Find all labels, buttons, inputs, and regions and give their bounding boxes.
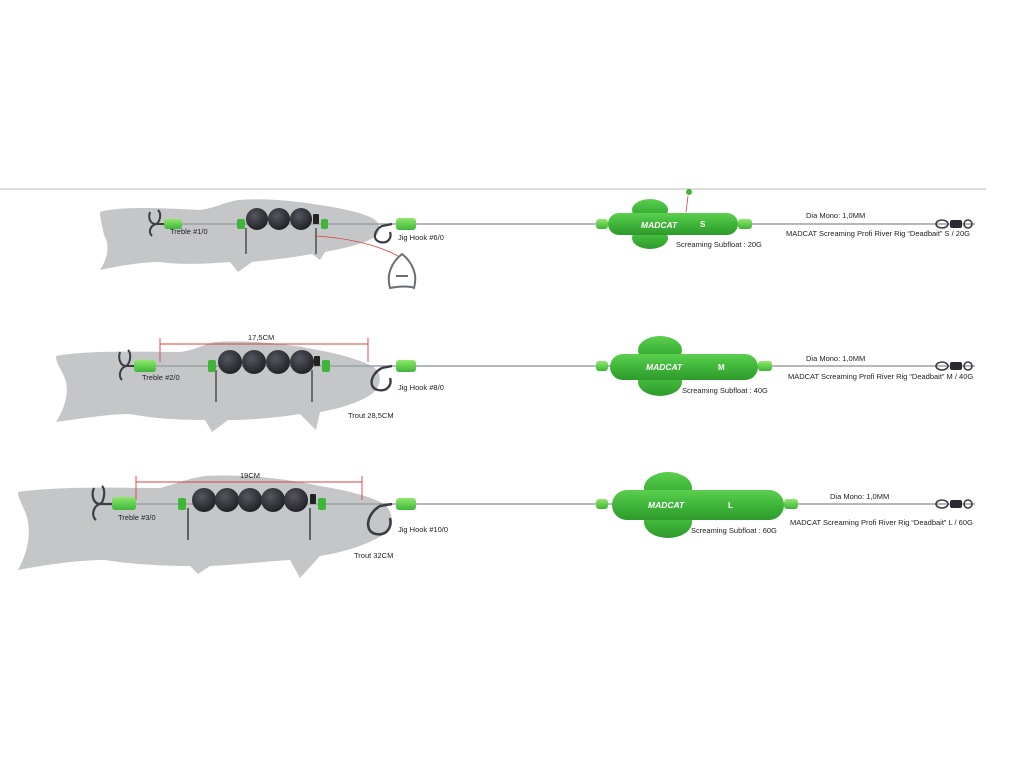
jig-hook-icon bbox=[373, 222, 393, 244]
treble-sleeve bbox=[134, 360, 156, 372]
swivel-icon bbox=[935, 361, 973, 371]
bead-stopper bbox=[322, 360, 330, 372]
jig-hook-label: Jig Hook #10/0 bbox=[398, 525, 448, 534]
trout-label: Trout 28,5CM bbox=[348, 411, 394, 420]
float-brand: MADCAT bbox=[646, 362, 683, 372]
bead bbox=[290, 350, 314, 374]
bead-stopper bbox=[318, 498, 326, 510]
float-sleeve-left bbox=[596, 219, 608, 229]
screaming-subfloat bbox=[608, 213, 738, 235]
rig-name-label: MADCAT Screaming Profi River Rig “Deadba… bbox=[788, 372, 973, 381]
treble-label: Treble #3/0 bbox=[118, 513, 156, 522]
bead bbox=[218, 350, 242, 374]
bead-stopper bbox=[321, 219, 328, 229]
mono-label: Dia Mono: 1,0MM bbox=[806, 354, 865, 363]
treble-hook-icon bbox=[148, 209, 170, 237]
bait-clip-icon bbox=[387, 252, 417, 290]
bead bbox=[192, 488, 216, 512]
jig-hook-icon bbox=[366, 502, 393, 536]
treble-sleeve bbox=[164, 219, 182, 229]
float-sleeve-right bbox=[738, 219, 752, 229]
rig-name-label: MADCAT Screaming Profi River Rig “Deadba… bbox=[786, 229, 970, 238]
measure-label: 19CM bbox=[240, 471, 260, 480]
swivel-icon bbox=[935, 499, 973, 509]
float-size-letter: L bbox=[728, 501, 733, 510]
fish-silhouette bbox=[56, 341, 380, 432]
float-brand: MADCAT bbox=[641, 220, 678, 230]
clip-link-line bbox=[315, 235, 399, 257]
bead bbox=[238, 488, 262, 512]
float-size-letter: S bbox=[700, 220, 706, 229]
treble-hook-icon bbox=[118, 349, 140, 381]
jig-sleeve bbox=[396, 498, 416, 510]
bead bbox=[290, 208, 312, 230]
treble-sleeve bbox=[112, 497, 136, 510]
float-label: Screaming Subfloat : 60G bbox=[691, 526, 777, 535]
measure-label: 17,5CM bbox=[248, 333, 274, 342]
bead bbox=[261, 488, 285, 512]
treble-label: Treble #2/0 bbox=[142, 373, 180, 382]
jig-hook-label: Jig Hook #6/0 bbox=[398, 233, 444, 242]
swivel-icon bbox=[935, 219, 973, 229]
bead-stopper bbox=[310, 494, 316, 504]
float-sleeve-left bbox=[596, 499, 608, 509]
float-brand: MADCAT bbox=[648, 500, 685, 510]
float-sleeve-left bbox=[596, 361, 608, 371]
rig-small: Treble #1/0 Jig Hook #6/0 MADCAT S Screa… bbox=[100, 189, 975, 290]
bead-stopper bbox=[208, 360, 216, 372]
fish-silhouette bbox=[100, 199, 380, 272]
jig-hook-icon bbox=[370, 364, 393, 392]
jig-sleeve bbox=[396, 360, 416, 372]
bead bbox=[215, 488, 239, 512]
screaming-subfloat bbox=[612, 490, 784, 520]
bead bbox=[284, 488, 308, 512]
treble-hook-icon bbox=[91, 485, 114, 521]
trout-label: Trout 32CM bbox=[354, 551, 393, 560]
float-sleeve-right bbox=[784, 499, 798, 509]
bead-stopper bbox=[314, 356, 320, 366]
float-sleeve-right bbox=[758, 361, 772, 371]
float-size-letter: M bbox=[718, 363, 725, 372]
screaming-subfloat bbox=[610, 354, 758, 380]
bead bbox=[242, 350, 266, 374]
jig-hook-label: Jig Hook #8/0 bbox=[398, 383, 444, 392]
mono-label: Dia Mono: 1,0MM bbox=[806, 211, 865, 220]
jig-sleeve bbox=[396, 218, 416, 230]
rattle-stem bbox=[685, 195, 689, 213]
bead bbox=[266, 350, 290, 374]
rig-large: 19CM Treble #3/0 Jig Hook #10/0 Trout 32… bbox=[18, 471, 975, 578]
rattle-bead bbox=[686, 189, 692, 195]
bead bbox=[246, 208, 268, 230]
float-label: Screaming Subfloat : 40G bbox=[682, 386, 768, 395]
mono-label: Dia Mono: 1,0MM bbox=[830, 492, 889, 501]
bead-stopper bbox=[178, 498, 186, 510]
treble-label: Treble #1/0 bbox=[170, 227, 208, 236]
bead-stopper bbox=[313, 214, 319, 224]
rig-medium: 17,5CM Treble #2/0 Jig Hook #8/0 Trout 2… bbox=[56, 333, 975, 432]
bead-stopper bbox=[237, 219, 245, 229]
bead bbox=[268, 208, 290, 230]
float-label: Screaming Subfloat : 20G bbox=[676, 240, 762, 249]
rig-name-label: MADCAT Screaming Profi River Rig “Deadba… bbox=[790, 518, 973, 527]
